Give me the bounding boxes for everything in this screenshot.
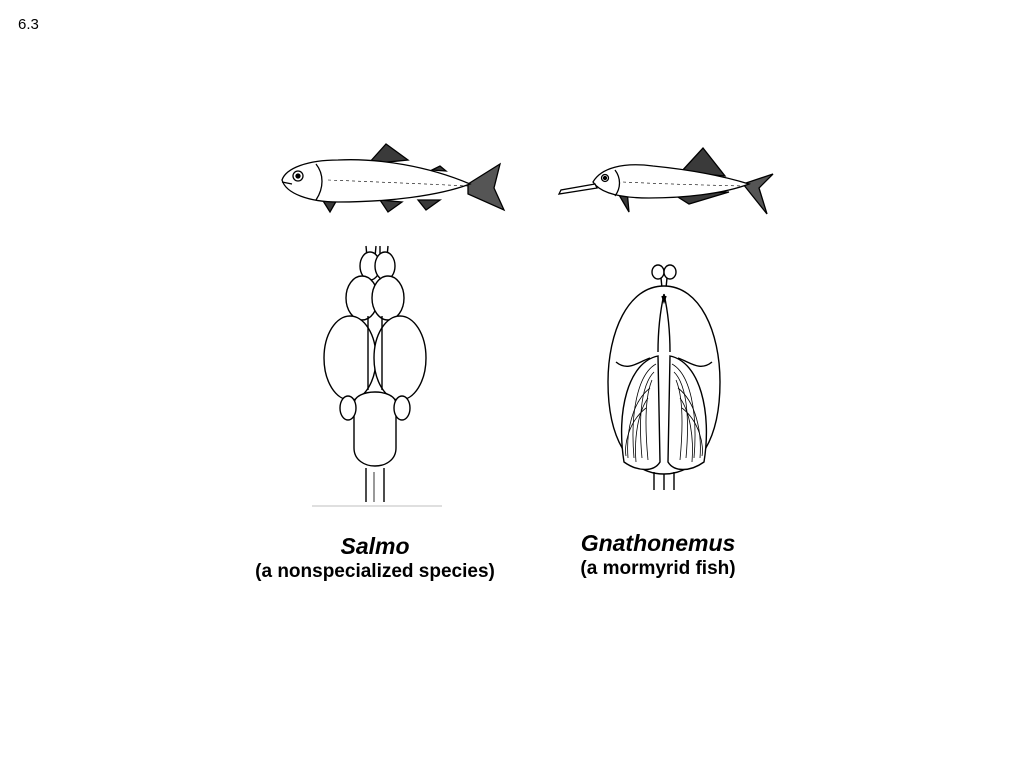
salmo-brain-illustration bbox=[310, 240, 445, 510]
salmo-genus-label: Salmo bbox=[340, 533, 410, 559]
gnathonemus-caption: Gnathonemus (a mormyrid fish) bbox=[548, 529, 768, 581]
gnathonemus-genus-label: Gnathonemus bbox=[580, 530, 736, 556]
salmo-caption: Salmo (a nonspecialized species) bbox=[240, 532, 510, 584]
salmo-fish-illustration bbox=[268, 138, 513, 220]
gnathonemus-brain-illustration bbox=[598, 262, 733, 492]
slide-number: 6.3 bbox=[18, 16, 39, 33]
gnathonemus-description-label: (a mormyrid fish) bbox=[580, 558, 736, 579]
salmo-description-label: (a nonspecialized species) bbox=[255, 561, 495, 582]
gnathonemus-fish-illustration bbox=[553, 142, 783, 222]
